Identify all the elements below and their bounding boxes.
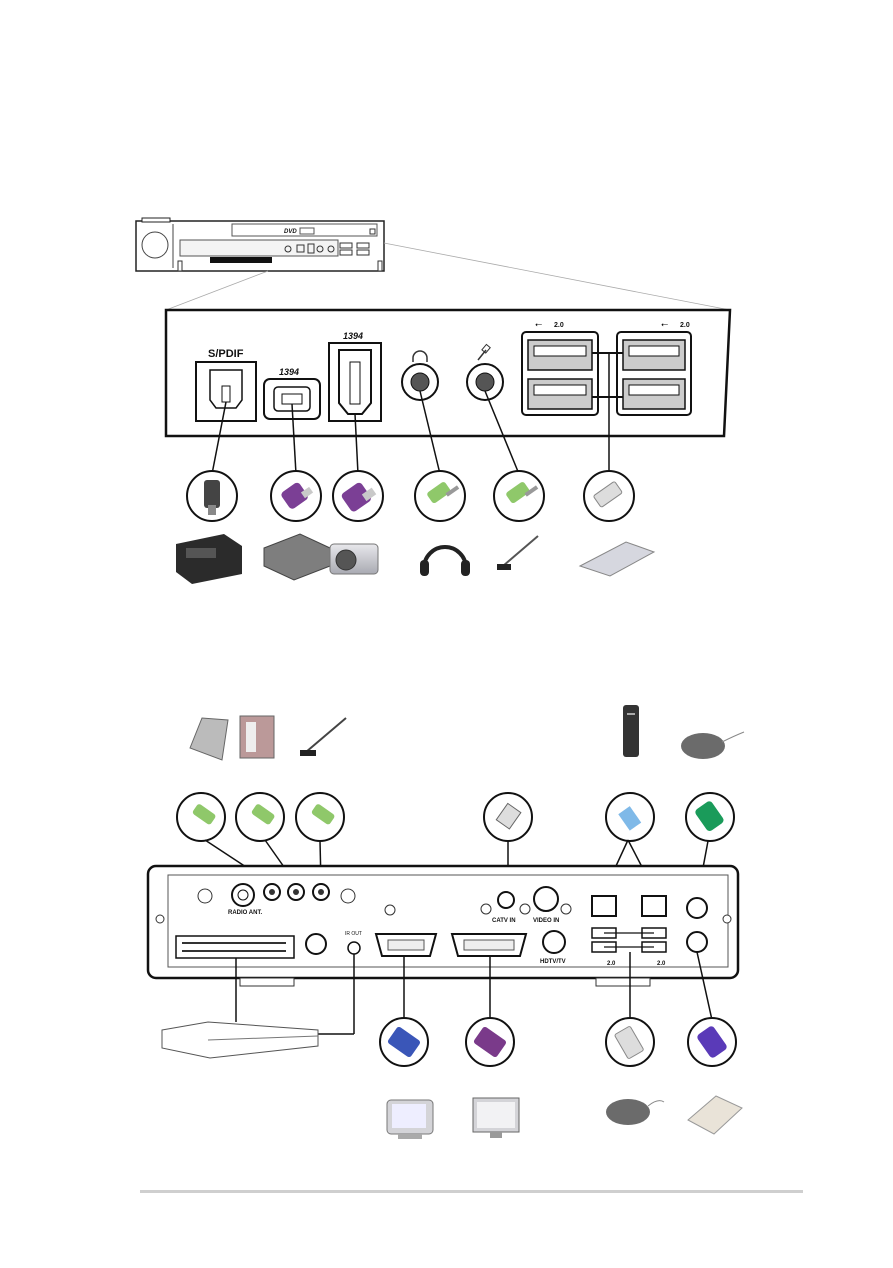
ir-out-label: IR OUT — [345, 931, 362, 937]
spdif-port: S/PDIF — [195, 348, 257, 422]
dvd-recorder-image — [161, 1021, 319, 1059]
line-out-plug-circle — [235, 792, 285, 842]
usb-plug-circle — [583, 470, 635, 522]
dvi-plug-circle — [465, 1017, 515, 1067]
hdtv-label: HDTV/TV — [540, 959, 566, 965]
usb-left-label: 2.0 — [554, 322, 564, 329]
mouse-image-bottom — [606, 1099, 665, 1125]
external-usb-device-image — [578, 541, 656, 577]
usb-ports-right: ⭠ 2.0 — [616, 319, 692, 416]
lan-plug-circle — [605, 792, 655, 842]
catv-in-label: CATV IN — [492, 918, 516, 924]
front-unit-overview: DVD — [135, 217, 731, 311]
front-panel-zoom: S/PDIF 1394 1394 — [164, 308, 732, 478]
ieee1394-large-port: 1394 — [328, 331, 382, 422]
rear-usb-label-b: 2.0 — [657, 961, 666, 967]
lcd-monitor-image — [472, 1097, 520, 1138]
network-router-image — [623, 705, 639, 757]
mic-plug-circle — [493, 470, 545, 522]
catv-plug-circle — [483, 792, 533, 842]
microphone-icon — [477, 343, 491, 361]
ps2-mouse-plug-circle — [685, 792, 735, 842]
rear-audio-jacks — [263, 883, 330, 901]
vga-plug-circle — [379, 1017, 429, 1067]
rear-top-plug-circles — [176, 792, 735, 842]
ps2-keyboard-plug-circle — [687, 1017, 737, 1067]
usb-right-label: 2.0 — [680, 322, 690, 329]
footer-rule — [140, 1190, 803, 1193]
headphone-jack — [401, 350, 439, 401]
radio-ant-label: RADIO ANT. — [228, 910, 262, 916]
speaker-image-2 — [239, 715, 275, 759]
audio-recorder-image — [176, 534, 242, 584]
front-leader-lines — [211, 390, 520, 475]
microphone-jack — [466, 343, 504, 401]
ieee1394-small-label: 1394 — [279, 367, 299, 377]
rear-microphone-image — [300, 717, 347, 756]
line-in-plug-circle — [176, 792, 226, 842]
spdif-label: S/PDIF — [208, 348, 244, 360]
rear-top-devices — [189, 705, 745, 761]
usb-ports-left: ⭠ 2.0 — [521, 319, 599, 416]
crt-monitor-image — [386, 1099, 434, 1139]
headphone-plug-circle — [414, 470, 466, 522]
headphone-icon — [412, 350, 428, 362]
external-drive-image — [263, 533, 331, 581]
spdif-plug-circle — [186, 470, 238, 522]
rear-bottom-leader-lines — [235, 951, 713, 1035]
svg-text:⭠: ⭠ — [661, 319, 668, 329]
video-in-label: VIDEO IN — [533, 918, 559, 924]
rear-bottom-plug-circles — [379, 1017, 737, 1067]
rear-mic-plug-circle — [295, 792, 345, 842]
long-connector-pins — [182, 942, 286, 952]
rear-bottom-devices — [161, 1021, 743, 1139]
firewire-small-plug-circle — [270, 470, 322, 522]
front-plug-circles — [186, 470, 635, 522]
keyboard-image — [687, 1095, 743, 1135]
headphones-image — [420, 545, 470, 576]
rear-panel: RADIO ANT. IR OUT CATV IN VIDEO IN HDTV/… — [146, 864, 740, 987]
microphone-image — [497, 535, 539, 570]
firewire-large-plug-circle — [332, 470, 384, 522]
usb-icon: ⭠ — [535, 319, 542, 329]
front-devices — [176, 533, 656, 584]
dvd-logo: DVD — [284, 229, 297, 235]
rear-usb-label-a: 2.0 — [607, 961, 616, 967]
mouse-image-top — [681, 731, 745, 759]
speaker-image-1 — [189, 717, 229, 761]
digital-camera-image — [329, 543, 379, 575]
ieee1394-large-label: 1394 — [343, 331, 363, 341]
usb-rear-plug-circle — [605, 1017, 655, 1067]
